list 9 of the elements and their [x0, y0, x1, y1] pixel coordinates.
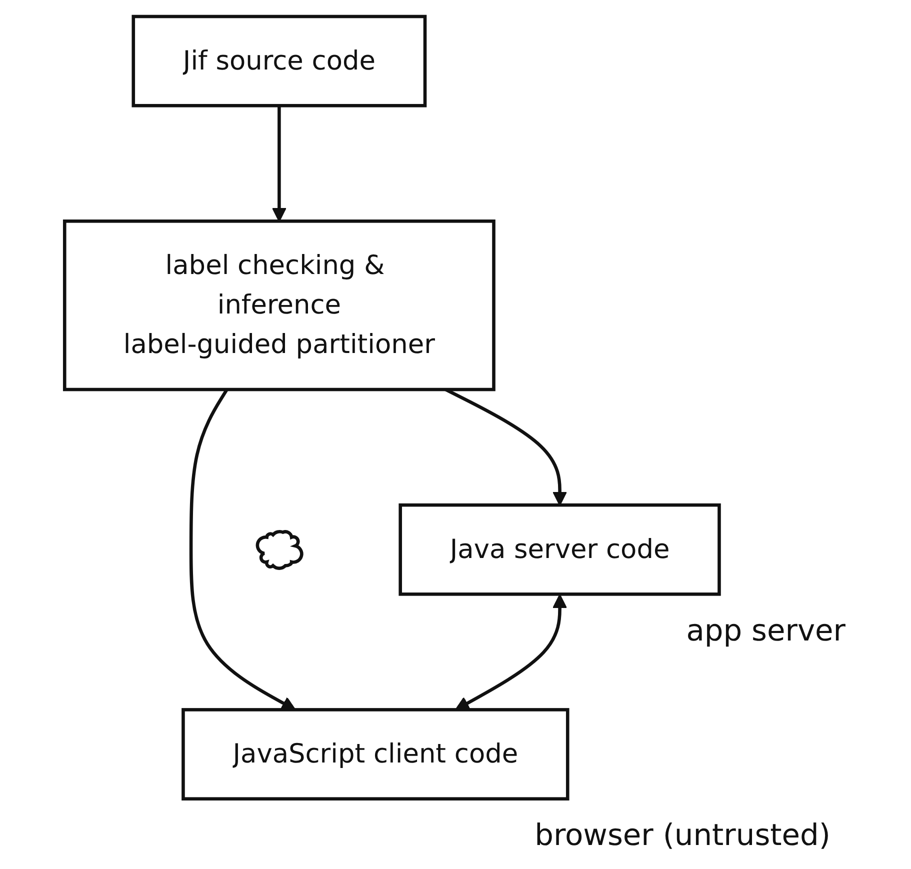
node-box: label checking & inference label-guided partitioner	[62, 220, 496, 392]
node-box: Java server code	[398, 503, 721, 596]
node-box: Jif source code	[132, 14, 427, 108]
arrow	[455, 594, 568, 710]
node-box: JavaScript client code	[182, 708, 570, 800]
node-caption: browser (untrusted)	[534, 818, 830, 854]
arrow	[272, 106, 286, 222]
node-cloud	[256, 530, 304, 570]
node-caption: app server	[686, 613, 846, 648]
